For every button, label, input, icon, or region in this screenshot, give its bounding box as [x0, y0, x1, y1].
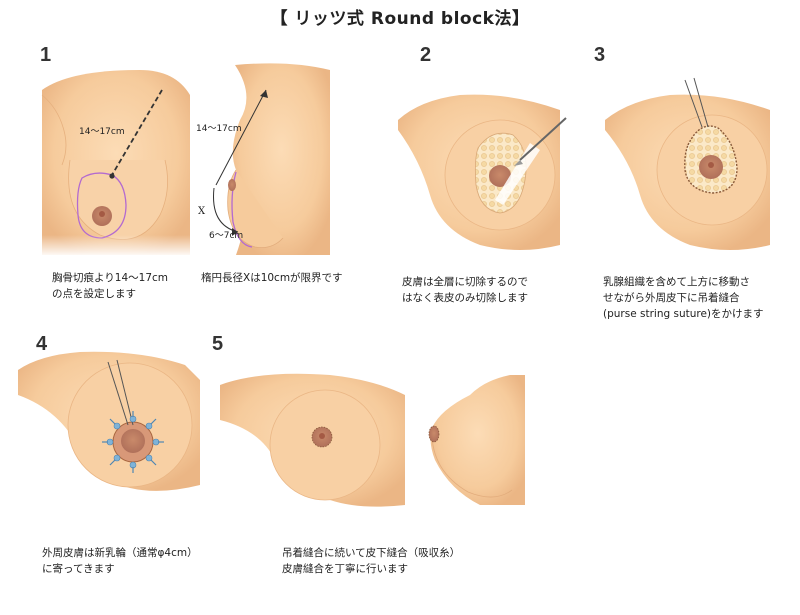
x-label: X: [198, 206, 206, 217]
caption-step-1b: 楕円長径Xは10cmが限界です: [201, 270, 343, 286]
caption-step-3: 乳腺組織を含めて上方に移動さ せながら外周皮下に吊着縫合 (purse stri…: [603, 274, 764, 322]
caption-step-4: 外周皮膚は新乳輪（通常φ4cm） に寄ってきます: [42, 545, 198, 577]
caption-line: 皮膚は全層に切除するので: [402, 276, 528, 288]
caption-line: 吊着縫合に続いて皮下縫合（吸収糸）: [282, 547, 461, 559]
step-number-2: 2: [420, 44, 432, 66]
distance-label-bottom: 6～7cm: [209, 231, 243, 241]
step-number-4: 4: [36, 333, 48, 355]
panel-4-illustration: [18, 351, 200, 491]
caption-line: の点を設定します: [52, 288, 136, 300]
caption-step-2: 皮膚は全層に切除するので はなく表皮のみ切除します: [402, 274, 528, 306]
caption-line: せながら外周皮下に吊着縫合: [603, 292, 740, 304]
caption-line: 楕円長径Xは10cmが限界です: [201, 272, 343, 284]
caption-line: 乳腺組織を含めて上方に移動さ: [603, 276, 750, 288]
step-number-3: 3: [594, 44, 606, 66]
caption-line: 外周皮膚は新乳輪（通常φ4cm）: [42, 547, 198, 559]
panel-5-side-view: [428, 375, 525, 505]
page-title: 【 リッツ式 Round block法】: [270, 9, 530, 29]
panel-2-illustration: [398, 94, 567, 250]
incision-outline: [76, 172, 127, 239]
distance-label-side: 14～17cm: [196, 124, 242, 134]
panel-1-side-view: [213, 63, 330, 256]
caption-line: (purse string suture)をかけます: [603, 308, 764, 320]
caption-line: に寄ってきます: [42, 563, 115, 575]
distance-label-front: 14～17cm: [79, 127, 125, 137]
panel-5-front-view: [220, 373, 405, 507]
caption-line: はなく表皮のみ切除します: [402, 292, 528, 304]
caption-step-5: 吊着縫合に続いて皮下縫合（吸収糸） 皮膚縫合を丁寧に行います: [282, 545, 460, 577]
caption-line: 胸骨切痕より14～17cm: [52, 272, 169, 284]
panel-1-front-view: [41, 70, 192, 257]
caption-step-1: 胸骨切痕より14～17cm の点を設定します: [52, 270, 168, 302]
panel-3-illustration: [605, 77, 770, 250]
caption-line: 皮膚縫合を丁寧に行います: [282, 563, 408, 575]
step-number-1: 1: [40, 44, 52, 66]
step-number-5: 5: [212, 333, 224, 355]
